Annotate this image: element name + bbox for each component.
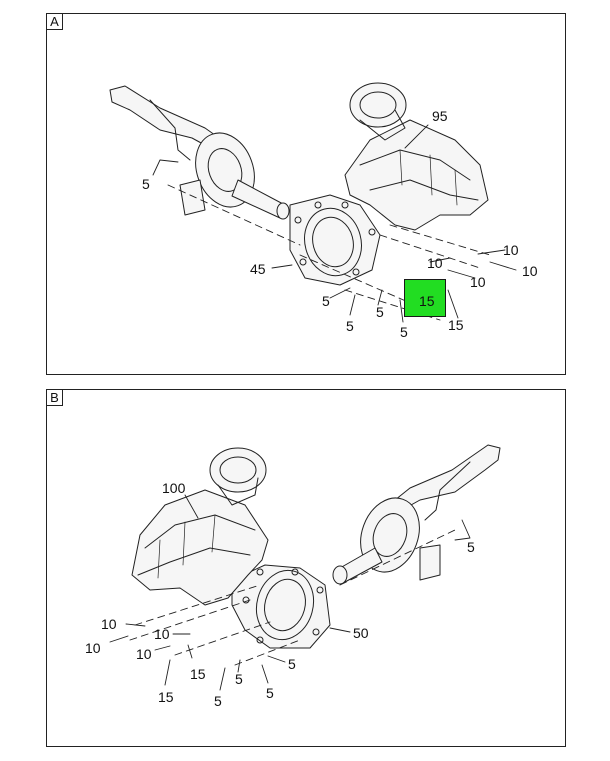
highlight-callout-box[interactable]: 15 [404, 279, 446, 317]
callout-b-10-a: 10 [101, 616, 117, 632]
callout-b-5-a: 5 [214, 693, 222, 709]
callout-a-45: 45 [250, 261, 266, 277]
callout-b-15-a: 15 [190, 666, 206, 682]
callout-a-5-a: 5 [322, 293, 330, 309]
callout-a-5-d: 5 [400, 324, 408, 340]
panel-a-label: A [46, 13, 63, 30]
callout-b-10-c: 10 [154, 626, 170, 642]
panel-b-axle-art [109, 444, 501, 691]
callout-b-5-knuckle: 5 [467, 539, 475, 555]
callout-a-10-a: 10 [503, 242, 519, 258]
callout-a-95: 95 [432, 108, 448, 124]
callout-a-10-c: 10 [522, 263, 538, 279]
panel-b-label: B [46, 389, 63, 406]
highlight-callout-label: 15 [419, 293, 435, 309]
callout-b-10-b: 10 [85, 640, 101, 656]
callout-a-10-b: 10 [427, 255, 443, 271]
callout-b-5-d: 5 [288, 656, 296, 672]
callout-b-15-b: 15 [158, 689, 174, 705]
panel-b: B [46, 389, 566, 747]
panel-a-axle-art [109, 82, 517, 323]
callout-b-10-d: 10 [136, 646, 152, 662]
callout-a-15: 15 [448, 317, 464, 333]
callout-a-5-b: 5 [346, 318, 354, 334]
callout-b-50: 50 [353, 625, 369, 641]
callout-b-100: 100 [162, 480, 186, 496]
callout-b-5-b: 5 [235, 671, 243, 687]
callout-a-10-d: 10 [470, 274, 486, 290]
callout-b-5-c: 5 [266, 685, 274, 701]
callout-a-5-c: 5 [376, 304, 384, 320]
callout-a-5-knuckle: 5 [142, 176, 150, 192]
